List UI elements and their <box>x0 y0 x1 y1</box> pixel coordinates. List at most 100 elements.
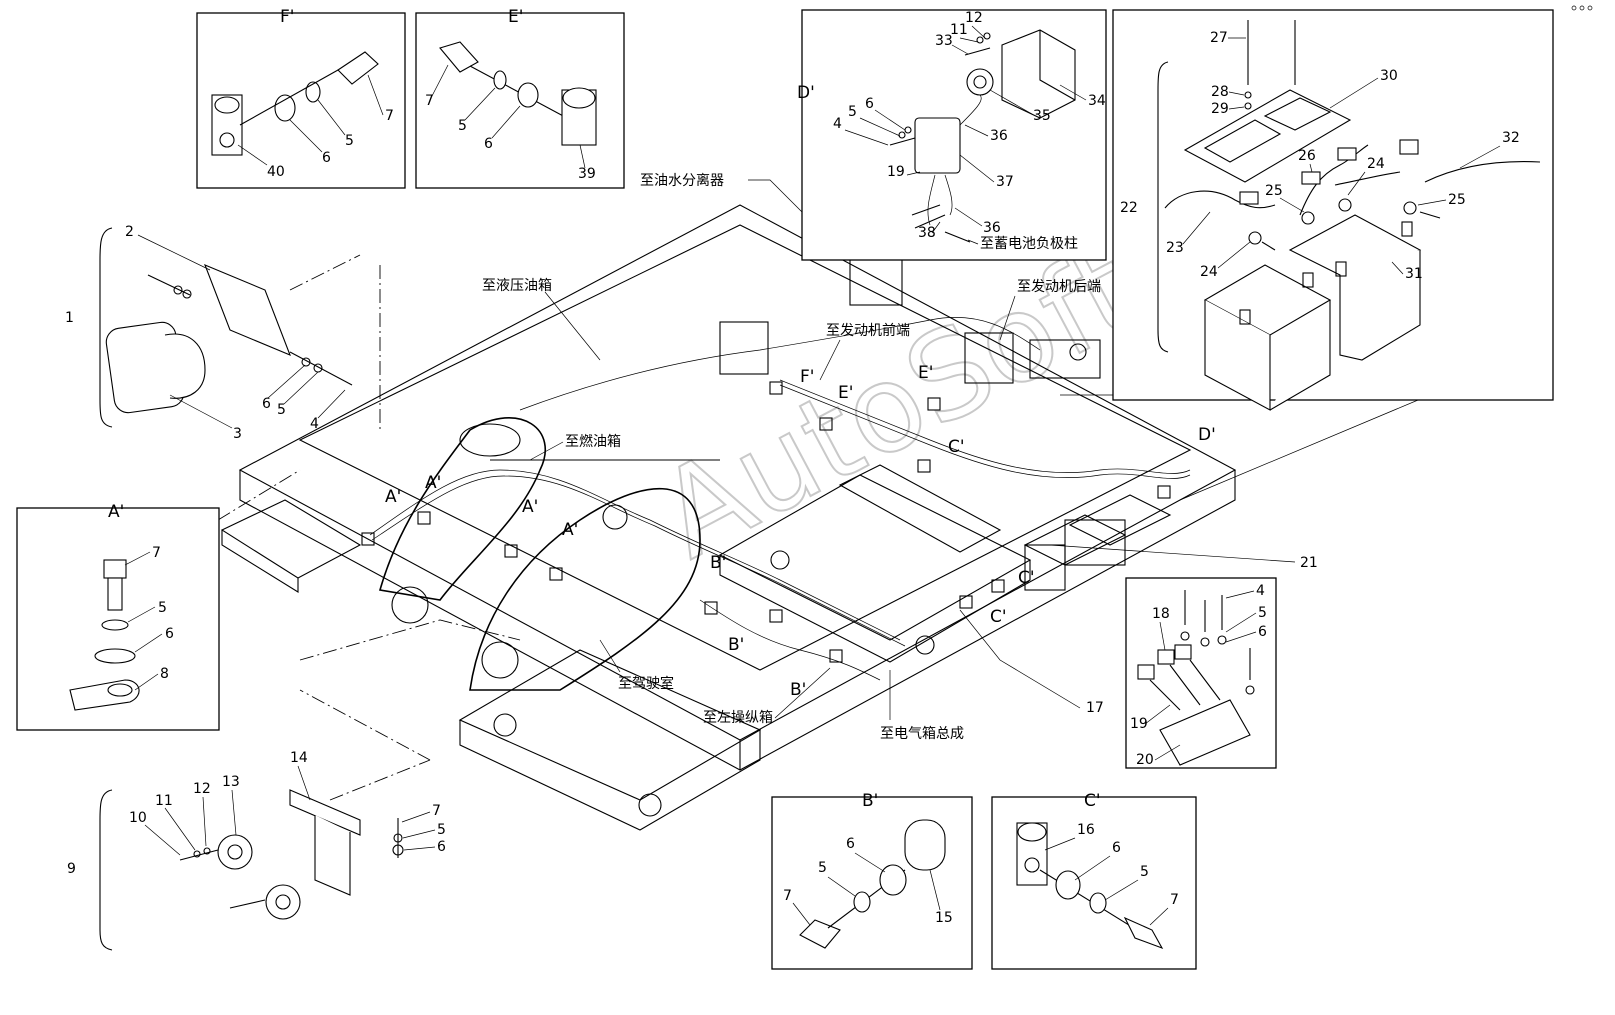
clamp-bolt-24 <box>1261 241 1276 251</box>
leader-13 <box>231 789 237 836</box>
leader-e-6 <box>491 105 521 139</box>
dash-9 <box>299 619 521 661</box>
cable-32 <box>1424 161 1541 183</box>
washer-6-b <box>879 864 907 896</box>
leader-d-36-b <box>954 207 983 227</box>
horn-washer-12 <box>203 847 211 855</box>
clamp-25b <box>1338 198 1352 212</box>
callout-d-38: 38 <box>918 225 936 241</box>
relay-37 <box>914 117 961 174</box>
bracket-hole <box>602 504 628 530</box>
callout-9: 9 <box>67 861 76 877</box>
callout-26: 26 <box>1298 148 1316 164</box>
rear-plate-hole <box>1069 343 1087 361</box>
clamp-25a <box>1301 211 1315 225</box>
clamp-b2 <box>769 609 783 623</box>
callout-e-6: 6 <box>484 136 493 152</box>
callout-t-20: 20 <box>1136 752 1154 768</box>
leader-d-37 <box>959 154 995 183</box>
leader-horn-7 <box>401 811 431 823</box>
callout-3: 3 <box>233 426 242 442</box>
callout-f-7: 7 <box>385 108 394 124</box>
spring-washer-5-a <box>101 619 129 631</box>
clamp-a3 <box>504 544 518 558</box>
callout-f-40: 40 <box>267 164 285 180</box>
note-battery-negative: 至蓄电池负极柱 <box>980 236 1078 252</box>
callout-c-7: 7 <box>1170 892 1179 908</box>
cable-24 <box>1334 171 1401 186</box>
callout-d-6: 6 <box>865 96 874 112</box>
washer-t1 <box>1180 631 1190 641</box>
terminal-cover-c <box>1337 147 1357 161</box>
leader-21 <box>1049 544 1296 563</box>
callout-a-5: 5 <box>158 600 167 616</box>
harness-front <box>699 599 881 681</box>
note-fuel-tank: 至燃油箱 <box>565 433 621 450</box>
note-engine-front: 至发动机前端 <box>826 322 910 339</box>
callout-e-7: 7 <box>425 93 434 109</box>
corner-marks <box>1571 5 1593 11</box>
leader-t-18 <box>1159 621 1166 651</box>
note-electric-box: 至电气箱总成 <box>880 726 964 742</box>
callout-horn-6: 6 <box>437 839 446 855</box>
spring-washer-5-c <box>1089 892 1107 914</box>
callout-1: 1 <box>65 310 74 326</box>
bracket-34 <box>1001 29 1076 119</box>
callout-c-16: 16 <box>1077 822 1095 838</box>
ref-b-3: B' <box>790 680 806 700</box>
battery-31a-front <box>1204 300 1271 411</box>
leader-fuel <box>529 441 564 461</box>
mount-plate-20 <box>1159 699 1251 766</box>
leader-lamp-6 <box>267 364 306 399</box>
leader-battery-negative <box>967 239 979 245</box>
center-deck-hole-2 <box>915 635 935 655</box>
ref-c-3: C' <box>948 437 965 457</box>
clamp-c1 <box>959 595 973 609</box>
callout-23: 23 <box>1166 240 1184 256</box>
leader-d-4 <box>844 129 889 146</box>
leader-b-15 <box>929 869 941 911</box>
leader-28 <box>1228 91 1245 96</box>
lamp-bracket <box>204 263 291 357</box>
terminal-cover-b <box>1301 171 1321 185</box>
detail-horn: 9 10 11 12 13 14 7 5 6 <box>67 750 446 951</box>
clamp-b1 <box>704 601 718 615</box>
lamp-washer-6 <box>301 357 311 367</box>
callout-d-33: 33 <box>935 33 953 49</box>
battery-31a-side <box>1269 300 1331 411</box>
corner-mark-1 <box>1571 5 1577 11</box>
leader-t-5 <box>1225 612 1257 633</box>
clamp-8-hole <box>107 683 133 697</box>
leader-lamp-5 <box>283 371 319 405</box>
clamp-a2 <box>417 511 431 525</box>
washer-6-c <box>1055 870 1081 900</box>
leader-a-7 <box>124 551 151 566</box>
leader-c-7 <box>1149 907 1169 926</box>
clamp-c2 <box>991 579 1005 593</box>
leader-e-7 <box>431 64 449 97</box>
leader-left-control <box>774 667 831 719</box>
detail-c-title: C' <box>1084 791 1101 811</box>
lamp-bolt <box>147 274 191 296</box>
leader-24-b <box>1347 171 1366 196</box>
callout-24-b: 24 <box>1367 156 1385 172</box>
callout-t-19: 19 <box>1130 716 1148 732</box>
cable-26 <box>1299 144 1369 216</box>
spring-washer-5-f <box>305 81 321 103</box>
bolt-7-e <box>439 41 479 73</box>
leader-c-6 <box>1074 855 1111 881</box>
horn-bolt-2 <box>229 899 266 909</box>
note-cab: 至驾驶室 <box>618 675 674 692</box>
rod-washer-28 <box>1244 91 1252 99</box>
leader-25-a <box>1279 197 1305 213</box>
leader-f-7 <box>367 74 384 116</box>
harness-rear <box>779 379 1191 474</box>
callout-d-5: 5 <box>848 104 857 120</box>
frame-callouts: 21 17 <box>959 394 1431 716</box>
washer-t4 <box>1245 685 1255 695</box>
leader-engine-front <box>819 339 841 381</box>
battery-post-c <box>1335 261 1347 277</box>
detail-battery: 22 27 28 <box>1112 9 1554 411</box>
detail-lamp: 1 2 3 6 5 4 <box>65 224 353 442</box>
leader-horn-5 <box>402 829 436 839</box>
